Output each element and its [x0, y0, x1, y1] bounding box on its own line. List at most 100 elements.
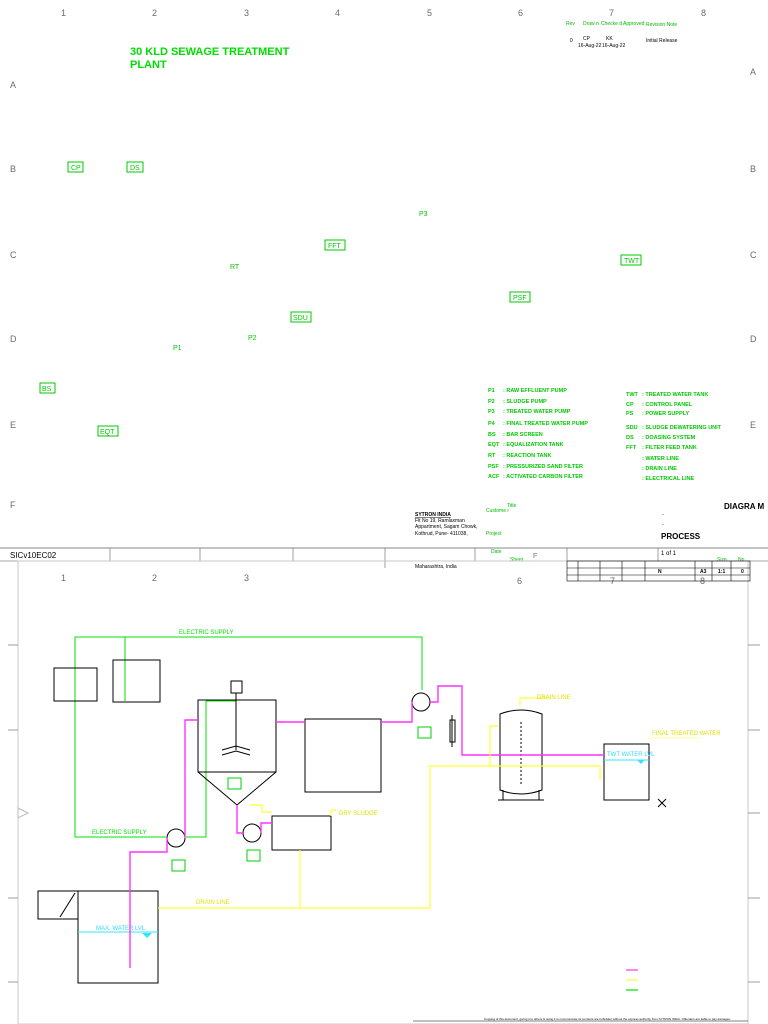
drain-line-right-label: DRAIN LINE [537, 695, 571, 701]
process-label: PROCESS [661, 532, 701, 541]
legend-desc-sdu: : SLUDGE DEWATERING UNIT [642, 425, 722, 431]
legend-right: TWT : TREATED WATER TANK CP : CONTROL PA… [626, 392, 722, 482]
title-dash-1: - [662, 512, 664, 518]
treated-water-pump-p3-icon [411, 692, 431, 712]
label-sheet: Sheet [510, 557, 524, 563]
tag-box-psf [509, 291, 531, 303]
raw-effluent-pump-p1-icon [166, 828, 186, 848]
rev-value-drawn: CP [583, 36, 591, 42]
row-b-left: B [10, 164, 16, 174]
row-c-left: C [10, 250, 17, 260]
rev-header-approved: Approved [623, 21, 645, 27]
rev-date-drawn: 16-Aug-22 [578, 43, 602, 49]
water-lines [129, 685, 604, 968]
top-col-6: 6 [518, 8, 523, 18]
legend-left: P1 : RAW EFFLUENT PUMP P2 : SLUDGE PUMP … [488, 388, 588, 480]
company-address-1: Flt No 19, Ramlaxman [415, 518, 465, 524]
rev-date-checked: 16-Aug-22 [602, 43, 626, 49]
label-project: Project [486, 531, 502, 537]
legend-code-ds: DS [626, 435, 634, 441]
water-line-p3-to-twt [430, 685, 604, 756]
row-d-right: D [750, 334, 757, 344]
water-line-p1-to-rt [184, 719, 198, 838]
tag-box-eqt [97, 425, 119, 437]
twt-level-marker-icon [637, 760, 645, 764]
dry-sludge-label: DRY SLUDGE [339, 811, 378, 817]
row-f-left: F [10, 500, 16, 510]
tag-ds: DS [130, 165, 140, 172]
title-block-values: N A3 1:1 0 [658, 569, 744, 575]
electric-supply-top-label: ELECTRIC SUPPLY [179, 630, 234, 636]
legend-code-cp: CP [626, 402, 634, 408]
company-state: Maharashtra, India [415, 564, 457, 570]
bottom-col-3: 3 [244, 573, 249, 583]
tag-box-bs [39, 382, 56, 394]
legend-desc-p3: : TREATED WATER PUMP [503, 409, 571, 415]
water-line-p2-to-sdu [260, 822, 272, 833]
rev-header-drawn: Draw n [583, 21, 599, 27]
rev-value-rev: 0 [570, 38, 573, 44]
twt-inside-label: TWT WATER LVL [607, 752, 655, 758]
copyright-notice: Copying of this document, giving it to o… [484, 1017, 731, 1021]
legend-code-acf: ACF [488, 474, 500, 480]
tag-box-fft [324, 239, 346, 251]
legend-code-p3: P3 [488, 409, 495, 415]
top-col-3: 3 [244, 8, 249, 18]
p1-tag-box [171, 859, 186, 872]
eqt-level-marker-icon [142, 933, 152, 938]
bar-screen-box [37, 890, 79, 920]
row-letters: A B C D E F A B C D E [10, 67, 757, 510]
control-panel-box [53, 667, 98, 702]
reaction-tank-body [197, 699, 277, 806]
tb-outer [566, 560, 751, 582]
title-line-2: PLANT [130, 59, 167, 71]
bar-screen-diagonal [59, 892, 76, 918]
tag-box-ds [126, 161, 144, 173]
top-col-8: 8 [701, 8, 706, 18]
pressure-sand-filter [498, 709, 544, 801]
dry-sludge-outlet [330, 809, 336, 816]
row-c-right: C [750, 250, 757, 260]
water-line-eqt-to-p1 [129, 838, 168, 968]
tag-sdu: SDU [293, 315, 308, 322]
row-a-right: A [750, 67, 756, 77]
water-line-rt-to-p2 [236, 805, 243, 834]
top-col-7: 7 [609, 8, 614, 18]
label-col-f: F [533, 553, 537, 560]
top-column-numbers: 1 2 3 4 5 6 7 8 [61, 8, 706, 18]
legend-desc-p1: : RAW EFFLUENT PUMP [503, 388, 567, 394]
legend-code-p2: P2 [488, 399, 495, 405]
reaction-tank [197, 680, 277, 806]
legend-desc-ds: : DOASING SYSTEM [642, 435, 696, 441]
flow-meter [449, 715, 456, 747]
legend-desc-drain-line: : DRAIN LINE [642, 466, 677, 472]
row-a-left: A [10, 80, 16, 90]
label-size: Size [717, 557, 727, 563]
electric-supply-top-line [74, 636, 423, 701]
electric-supply-left-label: ELECTRIC SUPPLY [92, 830, 147, 836]
tb-value-size: A3 [700, 569, 707, 575]
twt-box [603, 743, 650, 801]
tag-eqt: EQT [100, 429, 115, 436]
label-no: No [738, 557, 745, 563]
legend-desc-water-line: : WATER LINE [642, 456, 679, 462]
legend-desc-twt: : TREATED WATER TANK [642, 392, 708, 398]
legend-code-p1: P1 [488, 388, 495, 394]
treated-water-tank: TWT WATER LVL [603, 743, 667, 808]
legend-code-eqt: EQT [488, 442, 500, 448]
agitator-motor [230, 680, 243, 694]
electrical-lines [74, 636, 423, 838]
legend-desc-electrical-line: : ELECTRICAL LINE [642, 476, 694, 482]
tag-box-sdu [290, 311, 312, 323]
diagram-label: DIAGRA M [724, 502, 764, 511]
top-col-1: 1 [61, 8, 66, 18]
p2-tag-box [246, 849, 261, 862]
psf-vessel [499, 709, 543, 795]
legend-desc-psf: : PRESSURIZED SAND FILTER [503, 464, 583, 470]
legend-desc-cp: : CONTROL PANEL [642, 402, 693, 408]
legend-desc-fft: : FILTER FEED TANK [642, 445, 697, 451]
tag-psf: PSF [513, 295, 527, 302]
tag-cp: CP [71, 165, 81, 172]
rev-header-note: Revision Note [646, 22, 677, 28]
